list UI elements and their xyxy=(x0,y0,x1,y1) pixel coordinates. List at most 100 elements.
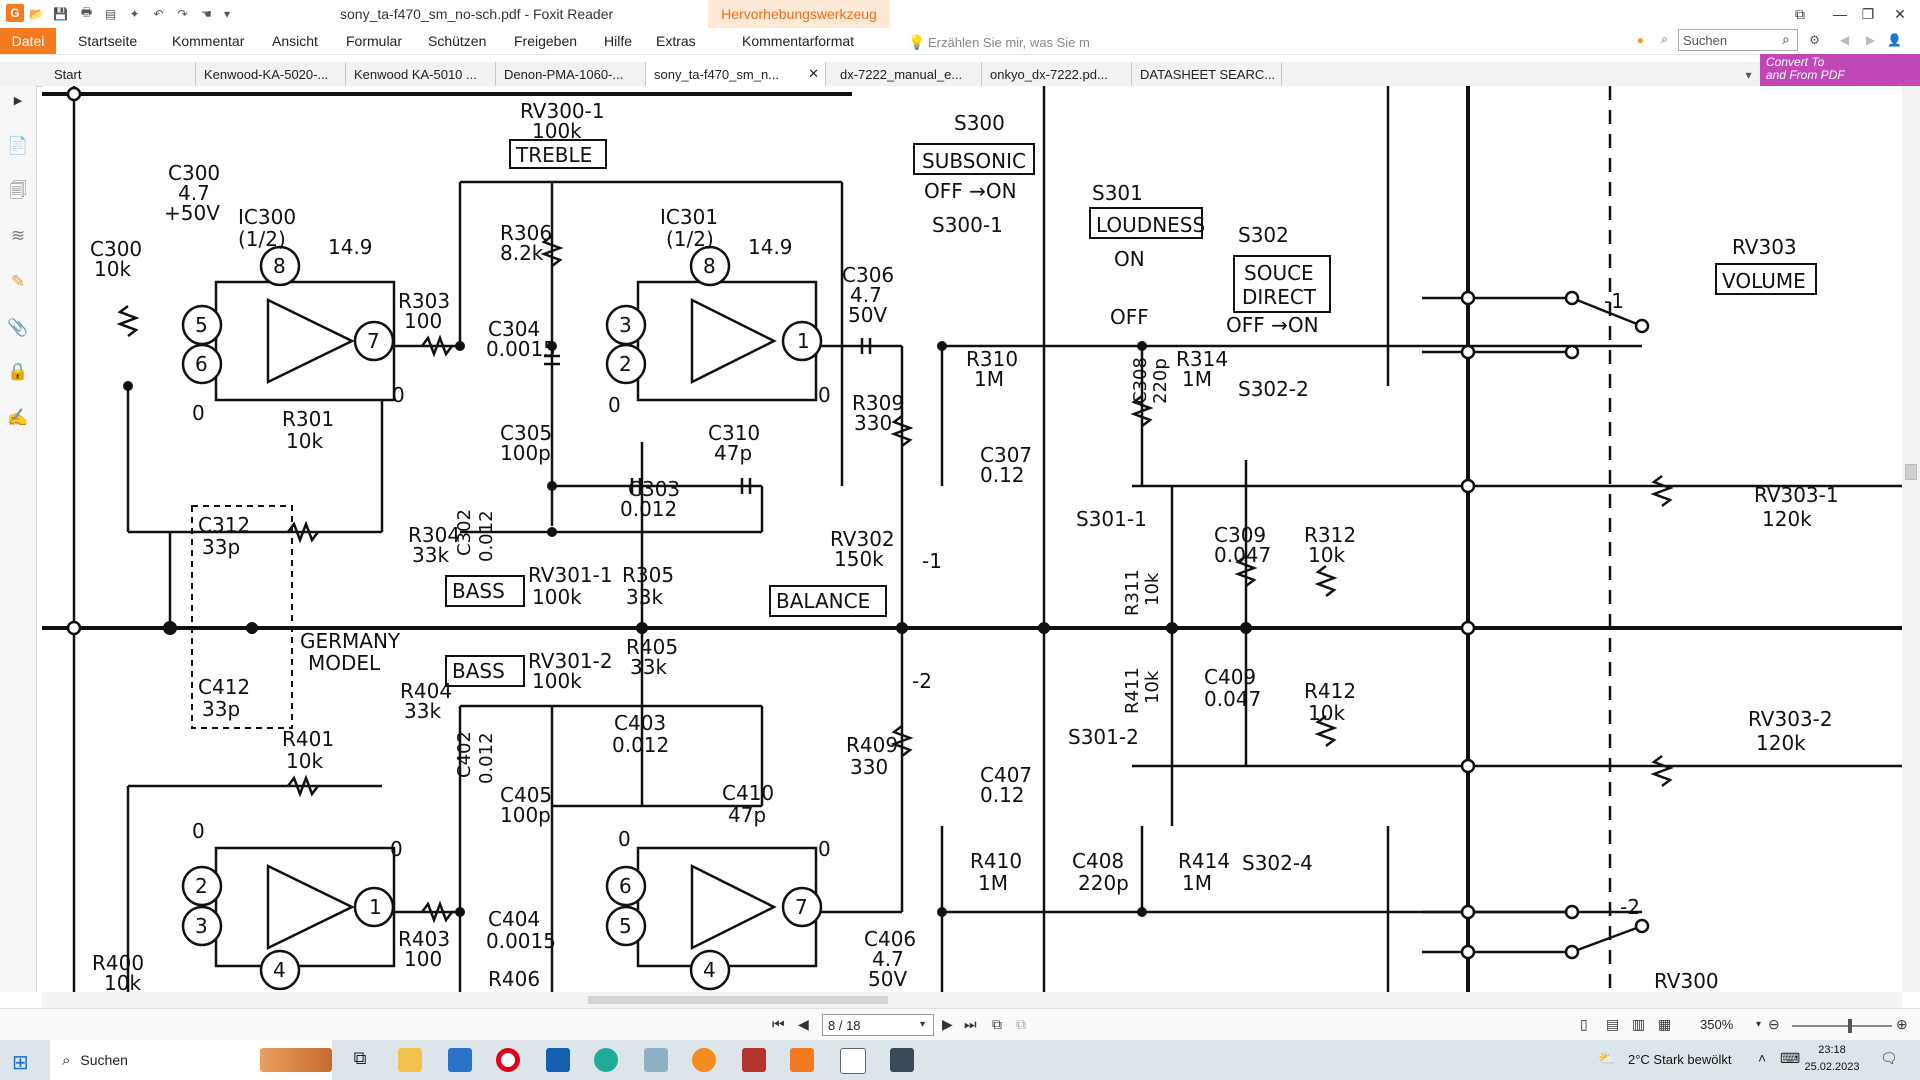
notepad-icon[interactable] xyxy=(840,1048,866,1074)
vertical-scroll-thumb[interactable] xyxy=(1905,464,1917,480)
menu-kommentarformat[interactable]: Kommentarformat xyxy=(742,33,855,49)
tab-start[interactable]: Start xyxy=(46,62,196,86)
scan-icon[interactable]: ▤ xyxy=(104,6,117,21)
tab-kenwood-5020[interactable]: Kenwood-KA-5020-... xyxy=(196,62,346,86)
zoom-out-icon[interactable]: ⊖ xyxy=(1768,1016,1780,1032)
horizontal-scroll-thumb[interactable] xyxy=(588,996,888,1004)
horizontal-scrollbar[interactable] xyxy=(42,992,1902,1008)
notification-icon[interactable]: 🗨 xyxy=(1880,1050,1898,1066)
save-icon[interactable]: 💾 xyxy=(53,6,68,21)
bulb-notify-icon[interactable]: ● xyxy=(1636,32,1645,47)
customize-icon[interactable]: ▾ xyxy=(223,6,231,21)
weather-icon[interactable]: ⛅ xyxy=(1598,1050,1616,1066)
open-icon[interactable]: 📂 xyxy=(29,6,44,21)
page-dropdown-icon[interactable]: ▾ xyxy=(920,1019,926,1030)
back-icon[interactable]: ◀ xyxy=(1839,32,1850,47)
menu-kommentar[interactable]: Kommentar xyxy=(172,33,245,49)
document-view[interactable]: RV300-1 100k TREBLE S300 SUBSONIC OFF →O… xyxy=(42,86,1902,992)
search-input[interactable]: Suchen xyxy=(1678,29,1798,51)
weather-text[interactable]: 2°C Stark bewölkt xyxy=(1628,1052,1732,1067)
windows-start-icon[interactable]: ⊞ xyxy=(12,1052,29,1074)
firefox-icon[interactable] xyxy=(692,1048,716,1072)
zoom-in-icon[interactable]: ⊕ xyxy=(1896,1016,1908,1032)
menu-ansicht[interactable]: Ansicht xyxy=(272,33,318,49)
lock-icon[interactable]: 🔒 xyxy=(7,362,29,381)
vertical-scrollbar[interactable] xyxy=(1902,86,1920,992)
find-replace-icon[interactable]: ⌕ xyxy=(1661,32,1668,46)
mail-icon[interactable] xyxy=(448,1048,472,1072)
prev-page-icon[interactable]: ◀ xyxy=(798,1016,809,1032)
continuous-page-icon[interactable]: ▤ xyxy=(1606,1016,1620,1032)
maximize-icon[interactable]: ❐ xyxy=(1861,5,1875,22)
file-explorer-icon[interactable] xyxy=(398,1048,422,1072)
opera-icon[interactable] xyxy=(496,1048,520,1072)
forward-icon[interactable]: ▶ xyxy=(1865,32,1876,47)
tab-dx-7222-manual[interactable]: dx-7222_manual_e... xyxy=(832,62,982,86)
tab-list-chevron-icon[interactable]: ▾ xyxy=(1745,67,1752,82)
tab-datasheet[interactable]: DATASHEET SEARC... xyxy=(1132,62,1282,86)
page-icon[interactable]: 📄 xyxy=(7,136,29,155)
task-view-icon[interactable]: ⧉ xyxy=(353,1048,367,1068)
close-icon[interactable]: ✕ xyxy=(1894,5,1906,22)
network-icon[interactable]: ⌨ xyxy=(1780,1050,1801,1066)
print-icon[interactable]: 🖶 xyxy=(80,5,93,19)
calculator-icon[interactable] xyxy=(890,1048,914,1072)
page-number-field[interactable]: 8 / 18 xyxy=(822,1014,934,1036)
tab-close-icon[interactable]: ✕ xyxy=(808,66,819,81)
menu-hilfe[interactable]: Hilfe xyxy=(604,33,633,49)
hand-tool-icon[interactable]: ☚ xyxy=(201,6,212,21)
context-tab-highlight-tool[interactable]: Hervorhebungswerkzeug xyxy=(708,0,890,28)
label-r311-value: 10k xyxy=(1142,572,1163,606)
last-page-icon[interactable]: ⏭ xyxy=(964,1016,977,1032)
menu-startseite[interactable]: Startseite xyxy=(78,33,138,49)
foxit-logo-icon[interactable]: G xyxy=(6,4,24,22)
undo-icon[interactable]: ↶ xyxy=(153,6,164,21)
tell-me-input[interactable]: Erzählen Sie mir, was Sie m xyxy=(928,35,1090,50)
search-highlight-icon[interactable] xyxy=(260,1048,332,1072)
store-icon[interactable] xyxy=(546,1048,570,1072)
gear-icon[interactable]: ⚙ xyxy=(1809,32,1820,47)
tab-onkyo[interactable]: onkyo_dx-7222.pd... xyxy=(982,62,1132,86)
menu-freigeben[interactable]: Freigeben xyxy=(514,33,578,49)
tab-kenwood-5010[interactable]: Kenwood KA-5010 ... xyxy=(346,62,496,86)
minimize-icon[interactable]: — xyxy=(1833,6,1847,22)
paint-icon[interactable] xyxy=(644,1048,668,1072)
menu-schuetzen[interactable]: Schützen xyxy=(428,33,487,49)
tray-chevron-icon[interactable]: ˄ xyxy=(1758,1050,1767,1066)
tab-sony[interactable]: sony_ta-f470_sm_n...✕ xyxy=(646,62,826,86)
single-page-icon[interactable]: ▯ xyxy=(1580,1016,1588,1032)
continuous-facing-icon[interactable]: ▦ xyxy=(1658,1016,1672,1032)
convert-pdf-button[interactable]: Convert To and From PDF xyxy=(1760,54,1920,86)
tab-denon[interactable]: Denon-PMA-1060-... xyxy=(496,62,646,86)
next-page-icon[interactable]: ▶ xyxy=(942,1016,953,1032)
thumbnails-icon[interactable]: 🗐 xyxy=(9,180,27,200)
extract-page-icon[interactable]: ⧉ xyxy=(1016,1016,1026,1032)
redo-icon[interactable]: ↷ xyxy=(177,6,188,21)
zoom-dropdown-icon[interactable]: ▾ xyxy=(1756,1019,1762,1030)
facing-page-icon[interactable]: ▥ xyxy=(1632,1016,1646,1032)
signature-icon[interactable]: ✍ xyxy=(7,408,29,427)
menu-formular[interactable]: Formular xyxy=(346,33,403,49)
comment-icon[interactable]: ✎ xyxy=(10,272,26,291)
menu-extras[interactable]: Extras xyxy=(656,33,696,49)
label-ic301-half: (1/2) xyxy=(666,227,714,251)
zoom-slider-thumb[interactable] xyxy=(1848,1019,1852,1033)
app-icon[interactable] xyxy=(742,1048,766,1072)
zoom-level[interactable]: 350% xyxy=(1700,1017,1734,1032)
first-page-icon[interactable]: ⏮ xyxy=(772,1016,785,1032)
search-icon[interactable]: ⌕ xyxy=(1782,31,1790,47)
layers-icon[interactable]: ≋ xyxy=(10,226,26,245)
foxit-taskbar-icon[interactable] xyxy=(790,1048,814,1072)
user-icon[interactable]: 👤 xyxy=(1887,32,1902,47)
clock[interactable]: 23:18 25.02.2023 xyxy=(1800,1042,1864,1076)
expand-panel-icon[interactable]: ▶ xyxy=(13,94,23,107)
restore-icon[interactable]: ⧉ xyxy=(1795,5,1805,22)
label-r305-value: 33k xyxy=(626,585,663,609)
zoom-slider[interactable] xyxy=(1792,1025,1892,1027)
edge-icon[interactable] xyxy=(594,1048,618,1072)
new-icon[interactable]: ✦ xyxy=(129,6,140,21)
insert-page-icon[interactable]: ⧉ xyxy=(992,1016,1002,1032)
menu-datei[interactable]: Datei xyxy=(0,28,56,54)
attachment-icon[interactable]: 📎 xyxy=(7,318,29,337)
tab-label: dx-7222_manual_e... xyxy=(840,66,963,82)
